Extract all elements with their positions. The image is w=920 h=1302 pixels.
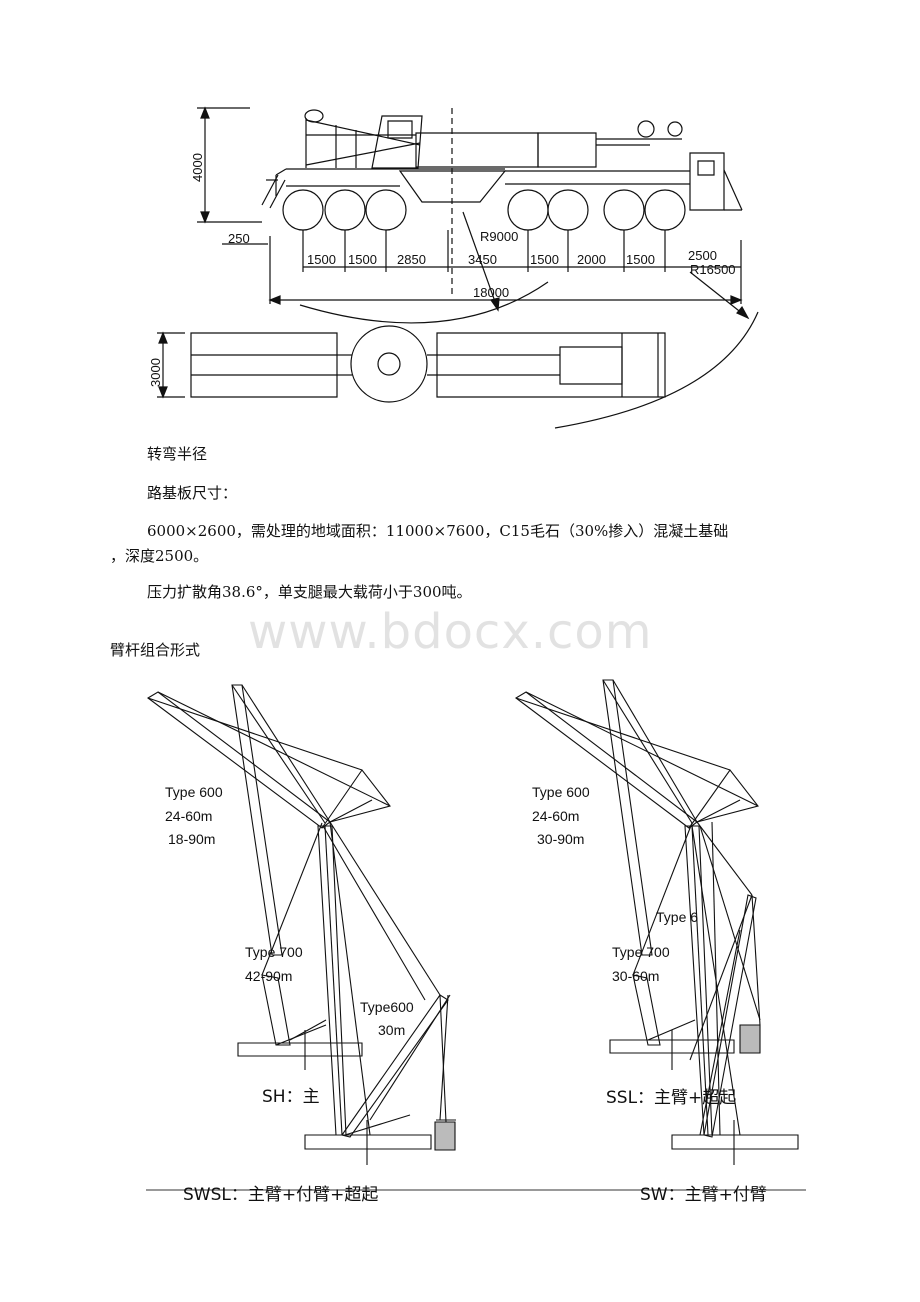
span-4: 3450	[468, 252, 497, 267]
right-type-c: Type 6	[656, 909, 698, 925]
dim-4000: 4000	[190, 153, 205, 182]
spec-line-3: 压力扩散角38.6°，单支腿最大载荷小于300吨。	[147, 583, 472, 601]
watermark: www.bdocx.com	[248, 604, 653, 660]
right-caption-bottom: SW：主臂+付臂	[640, 1185, 767, 1205]
left-type-a-range1: 24-60m	[165, 808, 212, 824]
dim-3000: 3000	[148, 358, 163, 387]
spec-line-2: ，深度2500。	[110, 547, 209, 565]
dim-total: 18000	[473, 285, 509, 300]
span-6: 2000	[577, 252, 606, 267]
boom-combo-heading: 臂杆组合形式	[110, 641, 201, 659]
span-1: 1500	[307, 252, 336, 267]
left-type-b-range: 42-90m	[245, 968, 292, 984]
road-plate-heading: 路基板尺寸：	[147, 484, 238, 502]
left-caption-bottom: SWSL：主臂+付臂+超起	[183, 1185, 378, 1205]
right-type-a: Type 600	[532, 784, 590, 800]
left-type-a: Type 600	[165, 784, 223, 800]
right-type-a-range1: 24-60m	[532, 808, 579, 824]
right-type-a-range2: 30-90m	[537, 831, 584, 847]
left-type-c-range: 30m	[378, 1022, 405, 1038]
right-type-b-range: 30-60m	[612, 968, 659, 984]
right-type-b: Type 700	[612, 944, 670, 960]
crane-dimension-drawing: 4000 3000 250 1500 1500 2850 3450 1500 2…	[148, 0, 920, 440]
dim-250: 250	[228, 231, 250, 246]
radius-outer: R16500	[690, 262, 736, 277]
spec-line-1: 6000×2600，需处理的地域面积：11000×7600，C15毛石（30%掺…	[147, 522, 729, 540]
left-type-a-range2: 18-90m	[168, 831, 215, 847]
left-caption-sh: SH：主	[262, 1087, 320, 1107]
left-type-b: Type 700	[245, 944, 303, 960]
turning-radius-caption: 转弯半径	[147, 445, 208, 463]
right-caption-ssl: SSL：主臂+超起	[606, 1088, 736, 1108]
radius-inner: R9000	[480, 229, 518, 244]
span-8: 2500	[688, 248, 717, 263]
left-type-c: Type600	[360, 999, 414, 1015]
span-3: 2850	[397, 252, 426, 267]
span-7: 1500	[626, 252, 655, 267]
span-2: 1500	[348, 252, 377, 267]
span-5: 1500	[530, 252, 559, 267]
